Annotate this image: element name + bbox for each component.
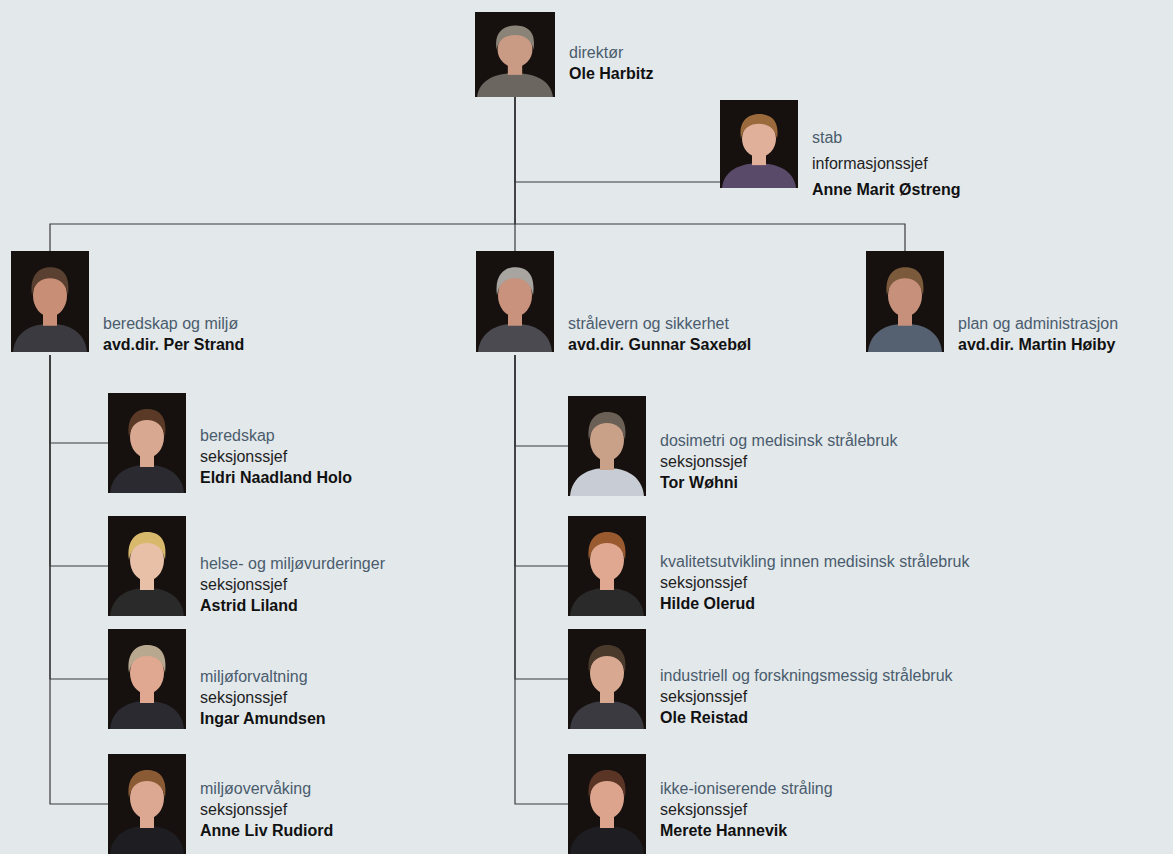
role-title: informasjonssjef — [812, 151, 960, 177]
unit-name: stab — [812, 125, 960, 151]
org-connector — [50, 355, 108, 443]
portrait-photo — [866, 251, 944, 352]
role-title: seksjonssjef — [660, 572, 969, 593]
person-name: Hilde Olerud — [660, 593, 969, 614]
org-connector — [50, 355, 108, 679]
unit-name: miljøovervåking — [200, 778, 333, 799]
portrait-photo — [568, 754, 646, 854]
person-name: Ole Reistad — [660, 707, 953, 728]
portrait-photo — [720, 100, 798, 188]
person-name: Astrid Liland — [200, 595, 385, 616]
role-title: seksjonssjef — [660, 799, 833, 820]
unit-name: direktør — [569, 42, 653, 63]
org-connector — [515, 97, 905, 251]
portrait-photo — [475, 12, 555, 97]
unit-name: helse- og miljøvurderinger — [200, 553, 385, 574]
role-title: seksjonssjef — [660, 451, 897, 472]
person-box: direktørOle Harbitz — [475, 12, 655, 97]
portrait-photo — [11, 251, 89, 352]
unit-name: miljøforvaltning — [200, 666, 326, 687]
role-title: seksjonssjef — [200, 574, 385, 595]
person-name: Ole Harbitz — [569, 63, 653, 84]
person-name: avd.dir. Per Strand — [103, 334, 244, 355]
person-box: dosimetri og medisinsk strålebrukseksjon… — [568, 396, 899, 496]
role-title: seksjonssjef — [200, 446, 352, 467]
unit-name: ikke-ioniserende stråling — [660, 778, 833, 799]
person-box: beredskap og miljøavd.dir. Per Strand — [11, 251, 246, 355]
org-connector — [515, 355, 568, 679]
org-connector — [515, 355, 568, 446]
person-box: industriell og forskningsmessig strålebr… — [568, 629, 955, 729]
person-box: miljøovervåkingseksjonssjefAnne Liv Rudi… — [108, 754, 335, 854]
org-connector — [50, 97, 515, 251]
portrait-photo — [568, 516, 646, 616]
portrait-photo — [108, 754, 186, 854]
person-name: avd.dir. Martin Høiby — [958, 334, 1118, 355]
unit-name: plan og administrasjon — [958, 313, 1118, 334]
person-box: kvalitetsutvikling innen medisinsk strål… — [568, 516, 971, 616]
person-name: avd.dir. Gunnar Saxebøl — [568, 334, 751, 355]
person-name: Eldri Naadland Holo — [200, 467, 352, 488]
portrait-photo — [108, 516, 186, 616]
org-connector — [50, 355, 108, 804]
unit-name: beredskap og miljø — [103, 313, 244, 334]
person-name: Merete Hannevik — [660, 820, 833, 841]
person-name: Anne Marit Østreng — [812, 177, 960, 203]
person-name: Tor Wøhni — [660, 472, 897, 493]
unit-name: beredskap — [200, 425, 352, 446]
org-connector — [515, 355, 568, 804]
person-box: helse- og miljøvurderingerseksjonssjefAs… — [108, 516, 387, 616]
unit-name: kvalitetsutvikling innen medisinsk strål… — [660, 551, 969, 572]
role-title: seksjonssjef — [660, 686, 953, 707]
portrait-photo — [568, 396, 646, 496]
unit-name: industriell og forskningsmessig strålebr… — [660, 665, 953, 686]
portrait-photo — [108, 629, 186, 729]
org-connector — [50, 355, 108, 566]
person-box: miljøforvaltningseksjonssjefIngar Amunds… — [108, 629, 328, 729]
org-connector — [515, 97, 720, 182]
org-connector — [515, 355, 568, 566]
role-title: seksjonssjef — [200, 687, 326, 708]
portrait-photo — [476, 251, 554, 352]
role-title: seksjonssjef — [200, 799, 333, 820]
portrait-photo — [108, 393, 186, 493]
portrait-photo — [568, 629, 646, 729]
person-name: Anne Liv Rudiord — [200, 820, 333, 841]
person-box: plan og administrasjonavd.dir. Martin Hø… — [866, 251, 1120, 355]
person-box: ikke-ioniserende strålingseksjonssjefMer… — [568, 754, 835, 854]
person-box: stabinformasjonssjefAnne Marit Østreng — [720, 100, 962, 203]
unit-name: dosimetri og medisinsk strålebruk — [660, 430, 897, 451]
person-box: strålevern og sikkerhetavd.dir. Gunnar S… — [476, 251, 753, 355]
person-name: Ingar Amundsen — [200, 708, 326, 729]
person-box: beredskapseksjonssjefEldri Naadland Holo — [108, 393, 354, 493]
unit-name: strålevern og sikkerhet — [568, 313, 751, 334]
